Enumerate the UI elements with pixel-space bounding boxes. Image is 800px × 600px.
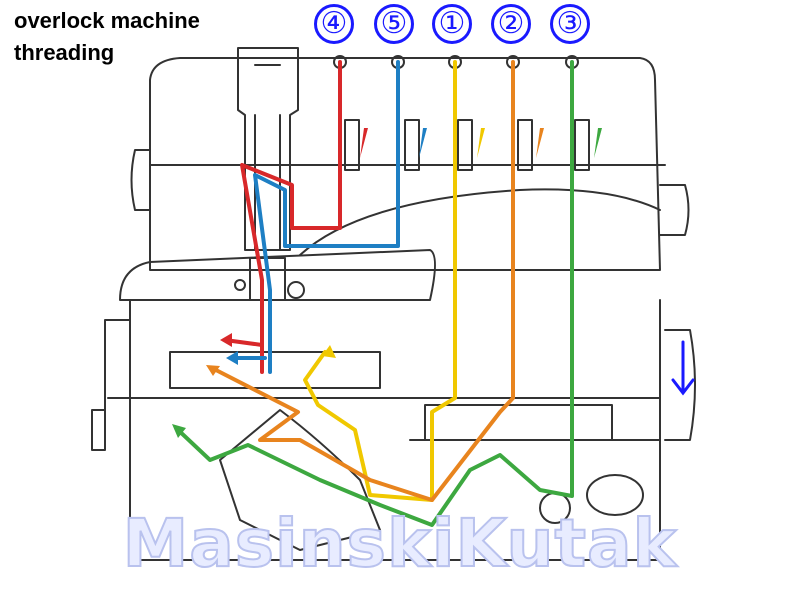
- thread-badge-4: ④: [314, 4, 354, 44]
- tension-slot-5: [404, 119, 420, 171]
- handwheel: [664, 329, 696, 441]
- thread-4-red: [240, 60, 342, 374]
- left-knob: [130, 149, 151, 211]
- base: [129, 299, 661, 561]
- needle-plate: [169, 351, 381, 389]
- thread-badge-2: ②: [491, 4, 531, 44]
- thread-3-green: [174, 60, 574, 527]
- thread-2-orange: [210, 60, 515, 502]
- thread-5-blue: [253, 60, 400, 374]
- looper-guide-bar: [424, 404, 613, 441]
- diagram-title-line1: overlock machine: [14, 8, 200, 33]
- diagram-title-line2: threading: [14, 40, 115, 65]
- handwheel-arrow-icon: [671, 340, 695, 396]
- needle-housing: [237, 47, 299, 251]
- tension-slot-2: [517, 119, 533, 171]
- thread-badge-3: ③: [550, 4, 590, 44]
- tension-slot-1: [457, 119, 473, 171]
- thread-badge-5: ⑤: [374, 4, 414, 44]
- tension-slot-4: [344, 119, 360, 171]
- right-knob: [659, 184, 690, 236]
- top-cover: [149, 57, 661, 271]
- thread-1-yellow: [303, 60, 457, 502]
- thread-badge-1: ①: [432, 4, 472, 44]
- watermark: MasinskiKutak: [122, 504, 678, 583]
- tension-slot-3: [574, 119, 590, 171]
- looper-area: [219, 409, 381, 551]
- lower-body: [119, 249, 436, 301]
